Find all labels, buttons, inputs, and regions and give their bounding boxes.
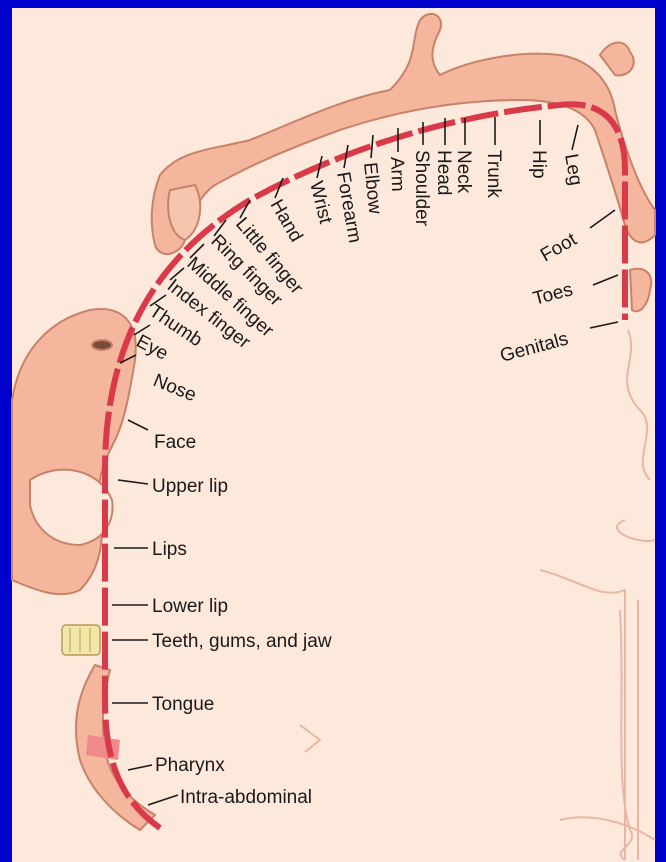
svg-text:Pharynx: Pharynx — [155, 755, 225, 776]
svg-text:Hip: Hip — [528, 150, 549, 179]
svg-text:Head: Head — [433, 150, 454, 195]
svg-text:Arm: Arm — [386, 156, 408, 192]
svg-text:Face: Face — [154, 432, 196, 453]
svg-text:Intra-abdominal: Intra-abdominal — [180, 787, 312, 808]
svg-text:Lips: Lips — [152, 539, 187, 560]
svg-text:Shoulder: Shoulder — [411, 150, 432, 227]
svg-text:Lower lip: Lower lip — [152, 596, 228, 617]
svg-text:Trunk: Trunk — [483, 150, 504, 198]
svg-text:Tongue: Tongue — [152, 694, 214, 715]
svg-text:Neck: Neck — [453, 150, 474, 194]
svg-text:Teeth, gums, and jaw: Teeth, gums, and jaw — [152, 631, 332, 652]
svg-text:Upper lip: Upper lip — [152, 476, 228, 497]
teeth-illustration — [62, 625, 100, 655]
